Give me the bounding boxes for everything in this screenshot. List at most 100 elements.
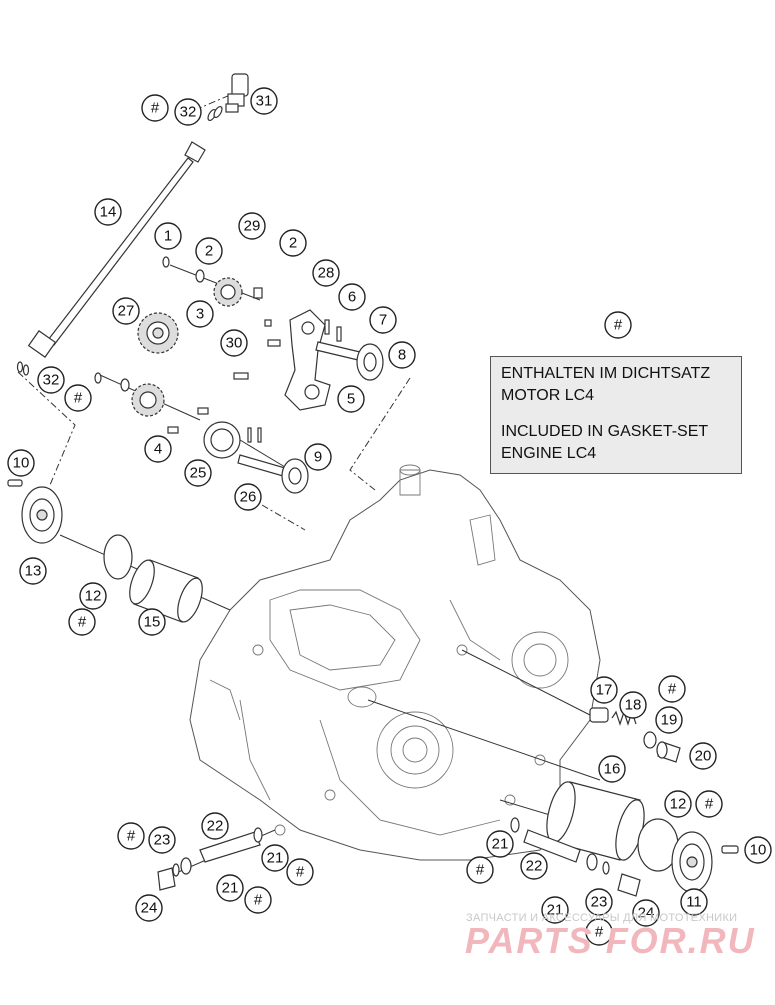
callout-hash-10[interactable]: # <box>286 858 314 886</box>
svg-text:21: 21 <box>222 880 239 897</box>
callout-hash-3[interactable]: # <box>68 608 96 636</box>
callout-29[interactable]: 29 <box>238 212 266 240</box>
callout-2-right[interactable]: 2 <box>279 229 307 257</box>
svg-text:32: 32 <box>43 372 60 389</box>
svg-text:4: 4 <box>154 441 162 458</box>
callout-32-bottom[interactable]: 32 <box>37 366 65 394</box>
callout-23-left[interactable]: 23 <box>148 826 176 854</box>
svg-text:#: # <box>151 100 160 117</box>
callout-24-left[interactable]: 24 <box>135 894 163 922</box>
callout-28[interactable]: 28 <box>312 259 340 287</box>
callout-hash-11[interactable]: # <box>244 886 272 914</box>
callout-13[interactable]: 13 <box>19 557 47 585</box>
o-ring-32-top <box>207 105 223 122</box>
sensor-31 <box>225 73 249 113</box>
svg-text:15: 15 <box>144 614 161 631</box>
svg-text:#: # <box>614 317 623 334</box>
callout-hash-1[interactable]: # <box>141 94 169 122</box>
rotor-9 <box>237 454 309 494</box>
svg-text:23: 23 <box>154 832 171 849</box>
callout-hash-4[interactable]: # <box>604 311 632 339</box>
svg-text:10: 10 <box>750 842 767 859</box>
callout-10-right[interactable]: 10 <box>744 836 772 864</box>
oil-filter-16 <box>546 781 645 861</box>
callout-18[interactable]: 18 <box>619 691 647 719</box>
callout-5[interactable]: 5 <box>337 385 365 413</box>
callout-9[interactable]: 9 <box>304 443 332 471</box>
callout-hash-6[interactable]: # <box>695 790 723 818</box>
callout-15[interactable]: 15 <box>138 608 166 636</box>
callout-25[interactable]: 25 <box>184 459 212 487</box>
svg-text:8: 8 <box>398 347 406 364</box>
svg-text:#: # <box>595 924 604 941</box>
callout-8[interactable]: 8 <box>388 341 416 369</box>
screw-10-right <box>721 845 739 854</box>
callout-26[interactable]: 26 <box>234 483 262 511</box>
callout-12-left[interactable]: 12 <box>79 582 107 610</box>
callout-19[interactable]: 19 <box>655 706 683 734</box>
callout-7[interactable]: 7 <box>369 306 397 334</box>
callout-3[interactable]: 3 <box>186 300 214 328</box>
valve-left-21-22-23-24 <box>157 827 263 891</box>
callout-hash-9[interactable]: # <box>117 822 145 850</box>
svg-text:10: 10 <box>13 455 30 472</box>
callout-4[interactable]: 4 <box>144 435 172 463</box>
svg-text:14: 14 <box>100 204 117 221</box>
callout-20[interactable]: 20 <box>689 742 717 770</box>
rotor-8 <box>315 341 384 381</box>
callout-32-top[interactable]: 32 <box>174 98 202 126</box>
callout-1[interactable]: 1 <box>154 222 182 250</box>
gear-3 <box>213 277 243 307</box>
svg-text:1: 1 <box>164 228 172 245</box>
svg-text:#: # <box>254 892 263 909</box>
callout-27[interactable]: 27 <box>112 297 140 325</box>
svg-text:21: 21 <box>492 836 509 853</box>
callout-21-left-top[interactable]: 21 <box>261 844 289 872</box>
screw-10-left <box>7 479 23 487</box>
watermark-tagline: ЗАПЧАСТИ И АКСЕССУАРЫ ДЛЯ МОТОТЕХНИКИ <box>466 912 738 924</box>
svg-text:#: # <box>78 614 87 631</box>
valve-right-21-22-23-24 <box>510 817 641 897</box>
callout-hash-8[interactable]: # <box>585 918 613 946</box>
svg-text:30: 30 <box>226 335 243 352</box>
callout-hash-5[interactable]: # <box>658 675 686 703</box>
callout-hash-2[interactable]: # <box>64 384 92 412</box>
callout-11[interactable]: 11 <box>680 888 708 916</box>
svg-text:#: # <box>476 862 485 879</box>
svg-text:22: 22 <box>526 858 543 875</box>
callout-10-left[interactable]: 10 <box>7 449 35 477</box>
callout-2-left[interactable]: 2 <box>195 237 223 265</box>
svg-text:31: 31 <box>256 93 273 110</box>
filter-cover-13 <box>21 486 63 544</box>
svg-text:#: # <box>74 390 83 407</box>
callout-23-right[interactable]: 23 <box>585 888 613 916</box>
callout-21-right-top[interactable]: 21 <box>486 830 514 858</box>
svg-text:26: 26 <box>240 489 257 506</box>
callout-12-right[interactable]: 12 <box>664 790 692 818</box>
svg-text:19: 19 <box>661 712 678 729</box>
svg-text:3: 3 <box>196 306 204 323</box>
callout-17[interactable]: 17 <box>590 676 618 704</box>
callout-31[interactable]: 31 <box>250 87 278 115</box>
svg-text:24: 24 <box>141 900 158 917</box>
callout-22-left[interactable]: 22 <box>201 812 229 840</box>
callout-22-right[interactable]: 22 <box>520 852 548 880</box>
callout-24-right[interactable]: 24 <box>632 899 660 927</box>
svg-text:9: 9 <box>314 449 322 466</box>
svg-text:21: 21 <box>267 850 284 867</box>
callout-14[interactable]: 14 <box>94 198 122 226</box>
callout-21-left-bottom[interactable]: 21 <box>216 874 244 902</box>
gear-4 <box>131 383 165 417</box>
callout-6[interactable]: 6 <box>338 283 366 311</box>
engine-crankcase <box>189 464 601 861</box>
callout-21-right-bottom[interactable]: 21 <box>541 896 569 924</box>
callout-hash-7[interactable]: # <box>466 856 494 884</box>
circlips-1 <box>94 256 205 392</box>
svg-text:29: 29 <box>244 218 261 235</box>
svg-text:27: 27 <box>118 303 135 320</box>
callout-30[interactable]: 30 <box>220 329 248 357</box>
pins-6-7 <box>247 319 342 443</box>
callout-16[interactable]: 16 <box>598 755 626 783</box>
shaft-14 <box>27 141 206 358</box>
svg-text:6: 6 <box>348 289 356 306</box>
